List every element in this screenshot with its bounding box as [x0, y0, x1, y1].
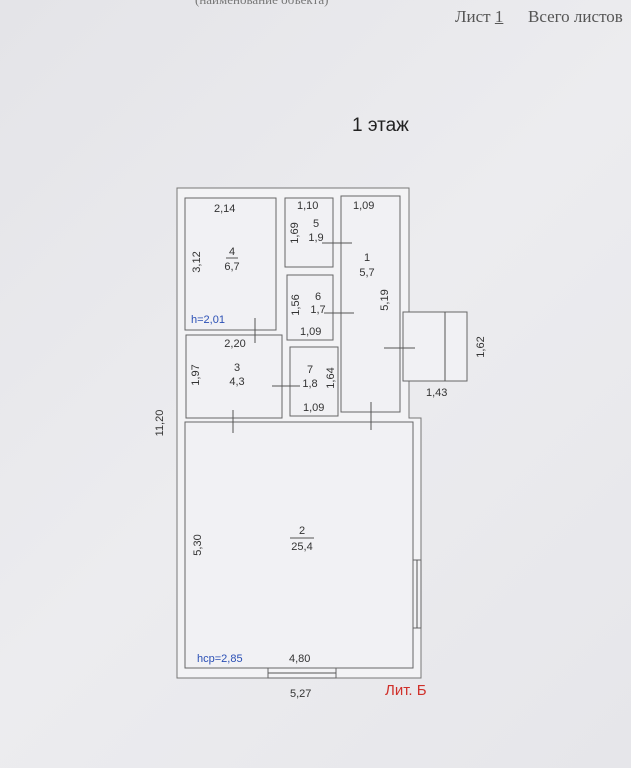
room-7: [289, 346, 339, 417]
sheet-label: Лист 1: [455, 7, 503, 27]
porch-width: 1,43: [426, 387, 447, 399]
room-3: [185, 334, 283, 419]
room-2: [184, 421, 414, 669]
room-5-width: 1,10: [297, 200, 318, 212]
room-1-length: 5,19: [379, 289, 391, 310]
porch: [402, 311, 468, 382]
room-2-area: 25,4: [291, 541, 312, 553]
room-3-length: 1,97: [190, 364, 202, 385]
room-5-length: 1,69: [289, 222, 301, 243]
sheet-label-text: Лист: [455, 7, 491, 26]
room-4-number: 4: [229, 246, 235, 258]
room-7-length: 1,64: [325, 367, 337, 388]
sheet-number: 1: [494, 7, 504, 26]
room-1-width: 1,09: [353, 200, 374, 212]
room-5-area: 1,9: [308, 232, 323, 244]
room-4-area: 6,7: [224, 261, 239, 273]
room-5-number: 5: [313, 218, 319, 230]
room-6-area: 1,7: [310, 304, 325, 316]
floor-title: 1 этаж: [352, 115, 409, 136]
room-3-width: 2,20: [224, 338, 245, 350]
room-6-number: 6: [315, 291, 321, 303]
room-3-number: 3: [234, 362, 240, 374]
room-2-width: 4,80: [289, 653, 310, 665]
room-7-area: 1,8: [302, 378, 317, 390]
header-cut-text: (наименование объекта): [195, 0, 329, 8]
room-7-width: 1,09: [303, 402, 324, 414]
room-4-ceiling-height: h=2,01: [191, 314, 225, 326]
room-6: [286, 274, 334, 341]
room-1-number: 1: [364, 252, 370, 264]
room-1-area: 5,7: [359, 267, 374, 279]
room-1: [340, 195, 401, 413]
room-6-length: 1,56: [290, 294, 302, 315]
room-2-length: 5,30: [192, 534, 204, 555]
litera-label: Лит. Б: [385, 682, 427, 699]
overall-width: 5,27: [290, 688, 311, 700]
room-5: [284, 197, 334, 268]
room-4-length: 3,12: [191, 251, 203, 272]
room-6-width: 1,09: [300, 326, 321, 338]
overall-height: 11,20: [154, 410, 166, 437]
room-4-width: 2,14: [214, 203, 235, 215]
room-7-number: 7: [307, 364, 313, 376]
room-4: [184, 197, 277, 331]
porch-length: 1,62: [475, 336, 487, 357]
total-sheets-label: Всего листов: [528, 7, 623, 26]
room-3-area: 4,3: [229, 376, 244, 388]
room-2-number: 2: [299, 525, 305, 537]
room-2-ceiling-height: hср=2,85: [197, 653, 243, 665]
